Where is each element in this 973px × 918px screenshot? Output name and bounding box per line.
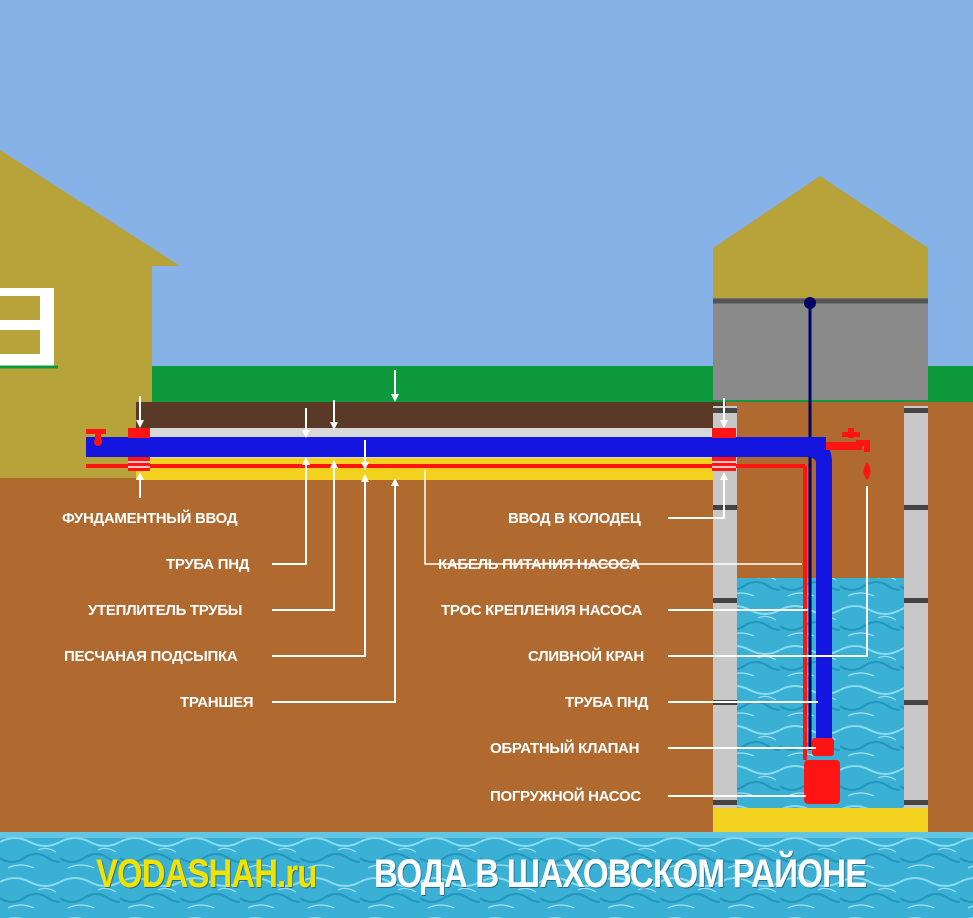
leader-lines (136, 370, 868, 797)
label-well-entry: ВВОД В КОЛОДЕЦ (508, 510, 641, 527)
brand-logo: VODASHAH.ru (96, 852, 317, 896)
submersible-pump-shape (804, 760, 840, 804)
drain-tap-icon (842, 428, 871, 480)
house (0, 150, 180, 478)
check-valve-shape (812, 738, 834, 756)
label-foundation-entry: ФУНДАМЕНТНЫЙ ВВОД (62, 510, 238, 527)
banner-tagline: ВОДА В ШАХОВСКОМ РАЙОНЕ (374, 852, 867, 896)
label-pump-power-cable: КАБЕЛЬ ПИТАНИЯ НАСОСА (438, 556, 640, 573)
label-check-valve: ОБРАТНЫЙ КЛАПАН (490, 740, 640, 757)
water-banner (0, 832, 973, 918)
label-pump-cable-rope: ТРОС КРЕПЛЕНИЯ НАСОСА (441, 602, 643, 619)
label-well-pipe-pnd: ТРУБА ПНД (565, 694, 649, 711)
label-pipe-pnd: ТРУБА ПНД (166, 556, 250, 573)
house-tap-icon (86, 429, 106, 446)
label-drain-tap: СЛИВНОЙ КРАН (528, 648, 644, 665)
pump-power-cable-line (86, 464, 807, 760)
label-sand-bedding: ПЕСЧАНАЯ ПОДСЫПКА (64, 648, 238, 665)
label-pipe-insulation: УТЕПЛИТЕЛЬ ТРУБЫ (88, 602, 243, 619)
label-trench: ТРАНШЕЯ (180, 694, 254, 711)
well-sleeve (712, 428, 736, 471)
label-submersible-pump: ПОГРУЖНОЙ НАСОС (490, 788, 641, 805)
pnd-pipe (86, 437, 862, 750)
foundation-sleeve (128, 428, 150, 471)
